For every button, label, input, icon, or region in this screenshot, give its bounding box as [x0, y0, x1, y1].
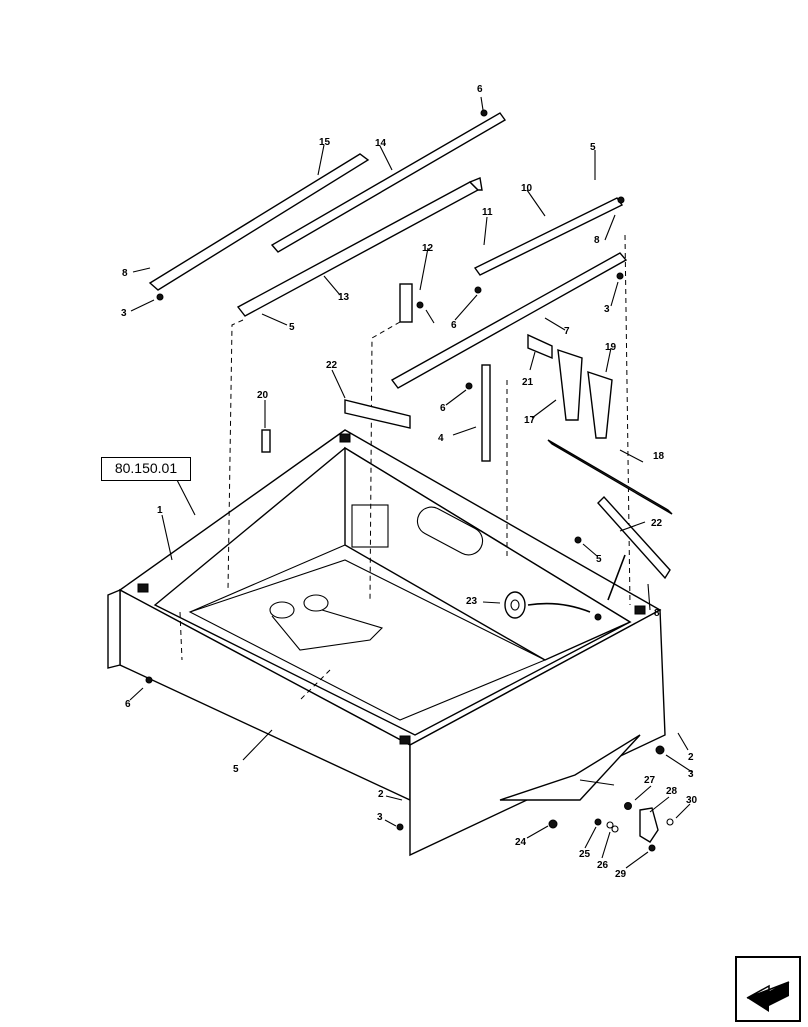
callout-18: 18 [653, 451, 665, 462]
callout-3: 3 [121, 308, 127, 319]
callout-29: 29 [615, 869, 627, 880]
alignment-lines [179, 234, 631, 701]
pulley-part-23 [504, 591, 591, 619]
callout-15: 15 [319, 137, 331, 148]
reference-link-box[interactable]: 80.150.01 [101, 457, 191, 481]
navigation-arrow-button[interactable] [735, 956, 801, 1022]
callout-8: 8 [654, 608, 660, 619]
callout-14: 14 [375, 138, 387, 149]
callout-17: 17 [524, 415, 536, 426]
callout-2: 2 [688, 752, 694, 763]
plate-part-22a [344, 399, 411, 429]
callout-1: 1 [157, 505, 163, 516]
callout-3: 3 [688, 769, 694, 780]
callout-21: 21 [522, 377, 534, 388]
callout-6: 6 [440, 403, 446, 414]
callout-2: 2 [378, 789, 384, 800]
callout-25: 25 [579, 849, 591, 860]
callout-24: 24 [515, 837, 527, 848]
callout-6: 6 [451, 320, 457, 331]
callout-3: 3 [377, 812, 383, 823]
callout-8: 8 [122, 268, 128, 279]
bracket-part-12 [399, 283, 413, 323]
callout-12: 12 [422, 243, 434, 254]
callout-8: 8 [594, 235, 600, 246]
callout-7: 7 [564, 326, 570, 337]
callout-5: 5 [289, 322, 295, 333]
callout-5: 5 [233, 764, 239, 775]
callout-3: 3 [604, 304, 610, 315]
gusset-part-21 [527, 333, 553, 360]
callout-6: 6 [125, 699, 131, 710]
hardware-nuts [145, 109, 665, 831]
callout-5: 5 [596, 554, 602, 565]
callout-27: 27 [644, 775, 656, 786]
bar-part-4 [481, 364, 491, 462]
clip-part-20 [261, 429, 271, 453]
hardware-parts-24-30 [548, 802, 674, 852]
rail-part-10 [473, 197, 624, 276]
callout-20: 20 [257, 390, 269, 401]
callout-19: 19 [605, 342, 617, 353]
callout-5: 5 [590, 142, 596, 153]
callout-11: 11 [482, 207, 493, 218]
callout-22: 22 [326, 360, 338, 371]
gusset-part-19 [587, 370, 613, 439]
plate-part-22b [597, 495, 671, 580]
rail-part-18 [547, 439, 673, 515]
main-body-part-1 [107, 429, 666, 857]
callout-10: 10 [521, 183, 533, 194]
reference-label: 80.150.01 [114, 460, 178, 476]
rail-part-15 [148, 153, 370, 291]
callout-4: 4 [438, 433, 444, 444]
leader-lines [129, 96, 693, 869]
callout-22: 22 [651, 518, 663, 529]
callout-26: 26 [597, 860, 609, 871]
callout-28: 28 [666, 786, 678, 797]
rail-part-13 [236, 177, 483, 317]
callout-30: 30 [686, 795, 698, 806]
callout-labels: 6 15 14 5 10 11 8 8 12 3 13 5 6 3 7 19 2… [121, 84, 698, 880]
rail-part-14 [270, 112, 507, 253]
exploded-parts-diagram: 6 15 14 5 10 11 8 8 12 3 13 5 6 3 7 19 2… [107, 84, 698, 880]
rail-part-7 [390, 252, 628, 389]
arrow-icon [735, 956, 801, 1022]
callout-13: 13 [338, 292, 350, 303]
callout-23: 23 [466, 596, 478, 607]
callout-6: 6 [477, 84, 483, 95]
gusset-part-17 [557, 348, 583, 421]
